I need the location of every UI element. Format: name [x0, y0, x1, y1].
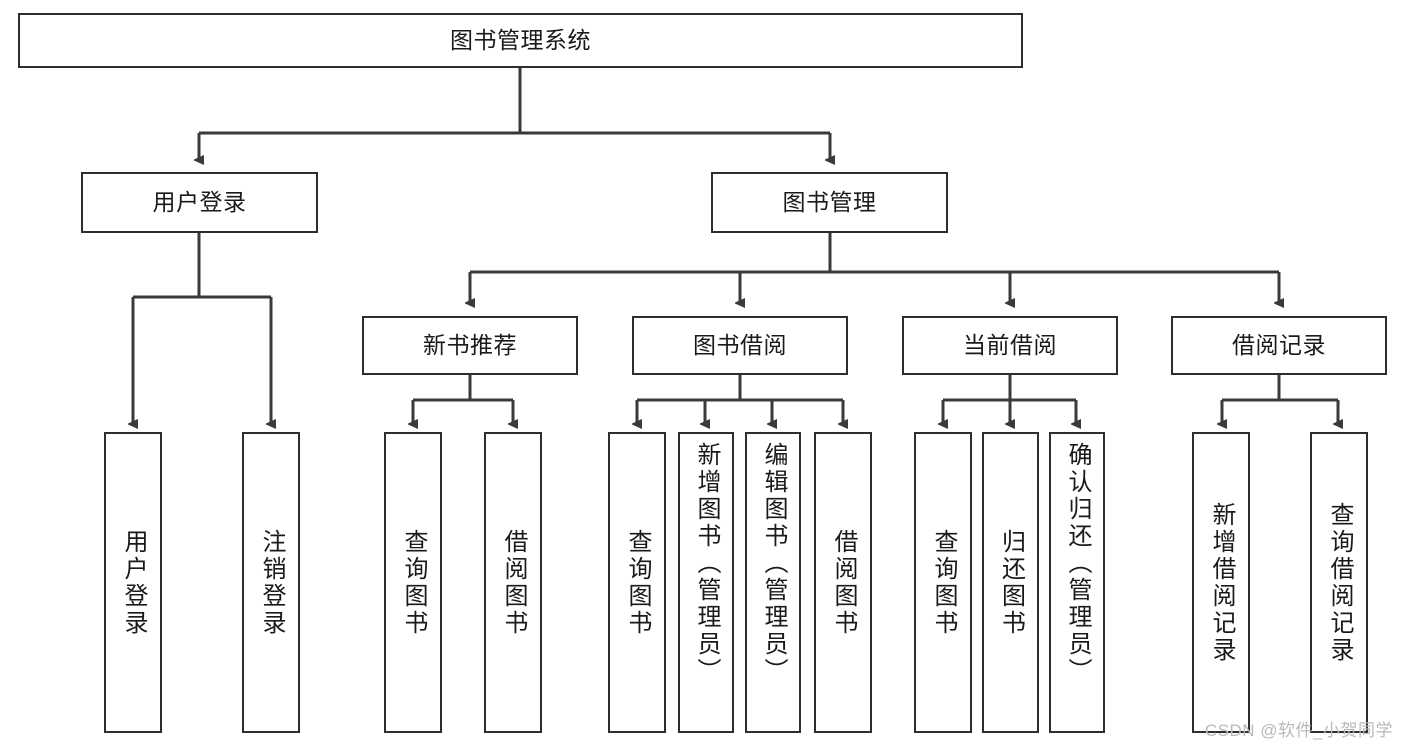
- node-root[interactable]: 图书管理系统: [18, 13, 1023, 68]
- node-leaf-query-record-label: 查询借阅记录: [1325, 501, 1353, 664]
- node-book-manage-label: 图书管理: [782, 188, 877, 215]
- node-leaf-add-book[interactable]: 新增图书（管理员）: [678, 432, 734, 733]
- node-leaf-logout-login-label: 注销登录: [257, 528, 285, 637]
- node-leaf-confirm-return-label: 确认归还（管理员）: [1063, 442, 1091, 685]
- node-leaf-logout-login[interactable]: 注销登录: [242, 432, 300, 733]
- node-leaf-user-login-label: 用户登录: [119, 528, 147, 637]
- node-leaf-add-record-label: 新增借阅记录: [1207, 501, 1235, 664]
- node-leaf-borrow-book-2[interactable]: 借阅图书: [814, 432, 872, 733]
- node-leaf-add-book-label: 新增图书（管理员）: [692, 442, 720, 685]
- node-leaf-query-book-2-label: 查询图书: [623, 528, 651, 637]
- node-user-login[interactable]: 用户登录: [81, 172, 318, 233]
- node-new-book-recommend-label: 新书推荐: [423, 331, 517, 358]
- node-book-manage[interactable]: 图书管理: [711, 172, 948, 233]
- node-current-borrow-label: 当前借阅: [963, 331, 1057, 358]
- node-book-borrow-label: 图书借阅: [693, 331, 787, 358]
- node-leaf-query-record[interactable]: 查询借阅记录: [1310, 432, 1368, 733]
- node-leaf-add-record[interactable]: 新增借阅记录: [1192, 432, 1250, 733]
- node-leaf-user-login[interactable]: 用户登录: [104, 432, 162, 733]
- node-root-label: 图书管理系统: [450, 26, 591, 53]
- node-leaf-query-book-3[interactable]: 查询图书: [914, 432, 972, 733]
- node-user-login-label: 用户登录: [152, 188, 247, 215]
- node-leaf-query-book-3-label: 查询图书: [929, 528, 957, 637]
- csdn-watermark: CSDN @软件_小贺同学: [1204, 721, 1393, 740]
- node-current-borrow[interactable]: 当前借阅: [902, 316, 1118, 375]
- node-borrow-record[interactable]: 借阅记录: [1171, 316, 1387, 375]
- node-book-borrow[interactable]: 图书借阅: [632, 316, 848, 375]
- node-leaf-query-book-1-label: 查询图书: [399, 528, 427, 637]
- node-leaf-borrow-book-2-label: 借阅图书: [829, 528, 857, 637]
- node-leaf-edit-book-label: 编辑图书（管理员）: [759, 442, 787, 685]
- node-leaf-borrow-book-1[interactable]: 借阅图书: [484, 432, 542, 733]
- node-leaf-return-book-label: 归还图书: [997, 528, 1025, 637]
- node-leaf-query-book-2[interactable]: 查询图书: [608, 432, 666, 733]
- node-new-book-recommend[interactable]: 新书推荐: [362, 316, 578, 375]
- node-leaf-edit-book[interactable]: 编辑图书（管理员）: [745, 432, 801, 733]
- node-leaf-return-book[interactable]: 归还图书: [982, 432, 1039, 733]
- node-leaf-borrow-book-1-label: 借阅图书: [499, 528, 527, 637]
- node-leaf-confirm-return[interactable]: 确认归还（管理员）: [1049, 432, 1105, 733]
- node-borrow-record-label: 借阅记录: [1232, 331, 1326, 358]
- node-leaf-query-book-1[interactable]: 查询图书: [384, 432, 442, 733]
